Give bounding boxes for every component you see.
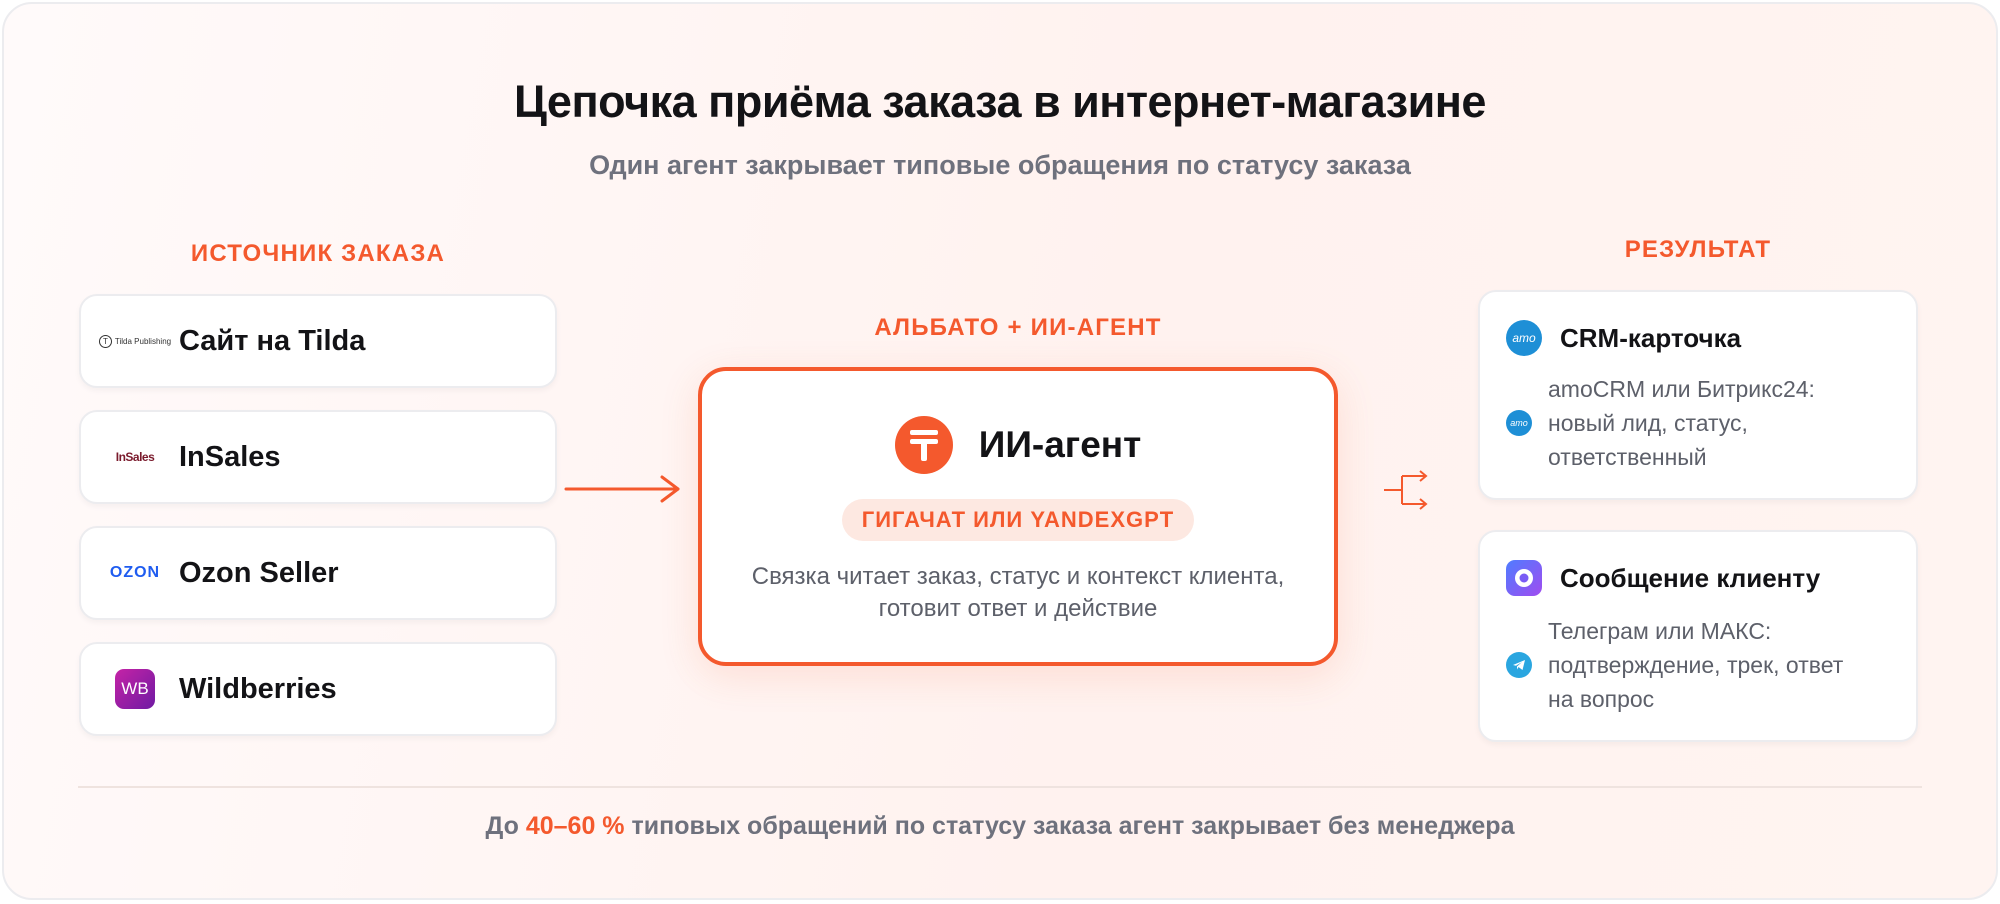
footer-divider (78, 786, 1922, 788)
center-label: АЛЬБАТО + ИИ-АГЕНТ (874, 314, 1162, 341)
source-card-wildberries: WB Wildberries (79, 642, 557, 736)
diagram-title: Цепочка приёма заказа в интернет-магазин… (514, 76, 1486, 127)
result-description: Телеграм или МАКС: подтверждение, трек, … (1548, 618, 1844, 712)
source-card-ozon: OZON Ozon Seller (79, 526, 557, 620)
ai-agent-description: Связка читает заказ, статус и контекст к… (751, 563, 1285, 622)
sources-label: ИСТОЧНИК ЗАКАЗА (190, 240, 446, 267)
ai-agent-card: ИИ-агент ГИГАЧАТ ИЛИ YANDEXGPT Связка чи… (698, 367, 1338, 666)
telegram-icon (1506, 652, 1532, 678)
branch-arrow-icon (1384, 470, 1428, 510)
ai-agent-title: ИИ-агент (978, 424, 1142, 465)
albato-logo-icon (894, 416, 953, 474)
source-name: Ozon Seller (179, 556, 339, 589)
result-card-message: Сообщение клиенту Телеграм или МАКС: под… (1478, 530, 1918, 742)
source-name: InSales (179, 440, 281, 473)
result-card-crm: amo CRM-карточка amo amoCRM или Битрикс2… (1478, 290, 1918, 500)
source-card-insales: InSales InSales (79, 410, 557, 504)
result-description: amoCRM или Битрикс24: новый лид, статус,… (1548, 376, 1815, 470)
model-badge: ГИГАЧАТ ИЛИ YANDEXGPT (842, 499, 1194, 541)
result-title: CRM-карточка (1560, 322, 1742, 353)
amocrm-icon: amo (1506, 410, 1532, 436)
ozon-logo-icon: OZON (109, 564, 161, 581)
wildberries-logo-icon: WB (99, 659, 171, 719)
diagram-subtitle: Один агент закрывает типовые обращения п… (589, 150, 1411, 180)
result-title: Сообщение клиенту (1560, 562, 1821, 593)
footer-note: До 40–60 % типовых обращений по статусу … (485, 812, 1515, 840)
source-name: Wildberries (179, 672, 337, 705)
insales-logo-icon: InSales (115, 450, 155, 464)
flow-arrow-icon (564, 475, 680, 503)
messenger-icon (1506, 560, 1542, 596)
source-name: Сайт на Tilda (179, 324, 366, 357)
amocrm-icon: amo (1506, 320, 1542, 356)
results-label: РЕЗУЛЬТАТ (1624, 236, 1772, 263)
